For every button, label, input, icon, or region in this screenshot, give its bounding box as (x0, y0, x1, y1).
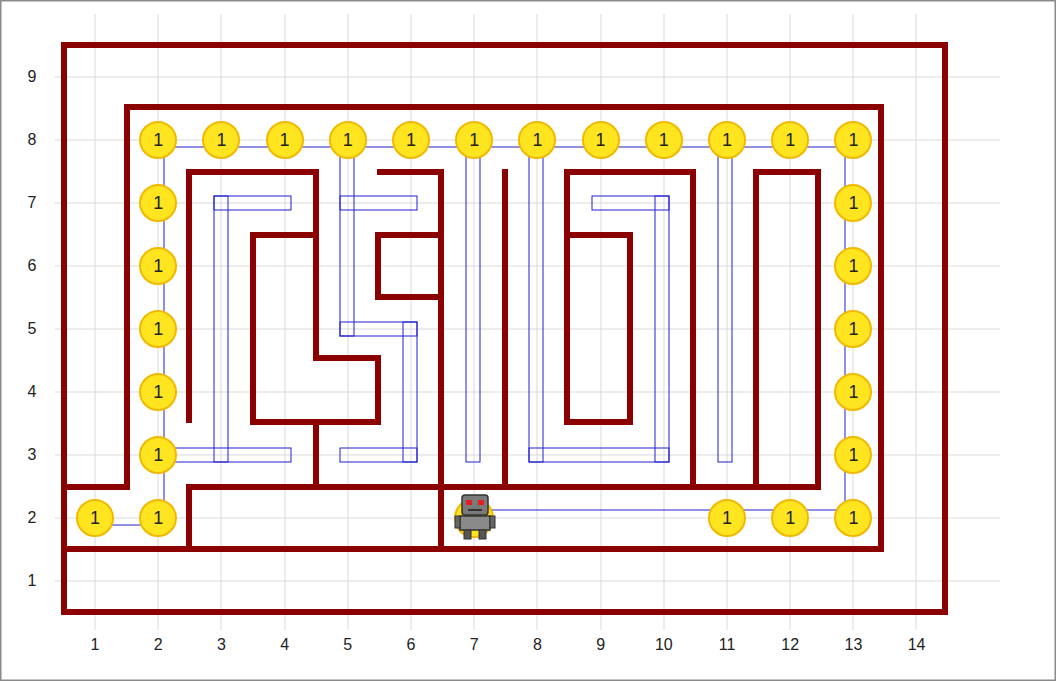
coin-value: 1 (659, 131, 669, 149)
coin-value: 1 (90, 509, 100, 527)
coin-token: 1 (76, 499, 114, 537)
coin-token: 1 (139, 499, 177, 537)
column-number: 9 (596, 636, 605, 654)
column-number: 5 (343, 636, 352, 654)
row-number: 6 (28, 257, 37, 275)
coin-token: 1 (139, 121, 177, 159)
coin-value: 1 (153, 257, 163, 275)
row-number: 1 (28, 572, 37, 590)
robot-figure (455, 495, 495, 539)
coin-value: 1 (343, 131, 353, 149)
row-number: 9 (28, 68, 37, 86)
coin-value: 1 (722, 131, 732, 149)
row-number: 2 (28, 509, 37, 527)
column-number: 7 (470, 636, 479, 654)
coin-token: 1 (392, 121, 430, 159)
coin-value: 1 (848, 320, 858, 338)
coin-token: 1 (139, 310, 177, 348)
coin-value: 1 (406, 131, 416, 149)
coin-token: 1 (329, 121, 367, 159)
coin-value: 1 (153, 383, 163, 401)
coin-value: 1 (216, 131, 226, 149)
column-number: 13 (844, 636, 862, 654)
coin-value: 1 (848, 131, 858, 149)
coin-token: 1 (708, 499, 746, 537)
coin-token: 1 (645, 121, 683, 159)
row-number: 7 (28, 194, 37, 212)
column-number: 6 (407, 636, 416, 654)
coin-value: 1 (532, 131, 542, 149)
coin-token: 1 (582, 121, 620, 159)
coin-token: 1 (139, 373, 177, 411)
coin-token: 1 (139, 184, 177, 222)
coin-value: 1 (153, 194, 163, 212)
coin-value: 1 (848, 257, 858, 275)
column-number: 2 (154, 636, 163, 654)
coin-token: 1 (834, 436, 872, 474)
row-number: 4 (28, 383, 37, 401)
coin-value: 1 (153, 320, 163, 338)
coin-token: 1 (455, 121, 493, 159)
coin-token: 1 (708, 121, 746, 159)
coin-token: 1 (202, 121, 240, 159)
row-number: 3 (28, 446, 37, 464)
coin-value: 1 (153, 509, 163, 527)
column-number: 4 (280, 636, 289, 654)
coin-token: 1 (139, 247, 177, 285)
coin-value: 1 (469, 131, 479, 149)
coin-token: 1 (139, 436, 177, 474)
coin-value: 1 (153, 446, 163, 464)
coin-token: 1 (834, 310, 872, 348)
coin-value: 1 (596, 131, 606, 149)
coin-value: 1 (722, 509, 732, 527)
coin-token: 1 (771, 121, 809, 159)
coin-token: 1 (834, 247, 872, 285)
column-number: 10 (655, 636, 673, 654)
column-number: 1 (91, 636, 100, 654)
coin-value: 1 (785, 509, 795, 527)
coin-value: 1 (785, 131, 795, 149)
coin-value: 1 (848, 509, 858, 527)
coin-token: 1 (771, 499, 809, 537)
coin-token: 1 (266, 121, 304, 159)
column-number: 12 (781, 636, 799, 654)
column-number: 8 (533, 636, 542, 654)
coin-token: 1 (834, 121, 872, 159)
row-number: 8 (28, 131, 37, 149)
coin-value: 1 (280, 131, 290, 149)
coin-token: 1 (834, 184, 872, 222)
column-number: 11 (719, 636, 736, 654)
coin-value: 1 (848, 383, 858, 401)
coin-token: 1 (518, 121, 556, 159)
coin-value: 1 (153, 131, 163, 149)
coin-token: 1 (834, 373, 872, 411)
column-number: 14 (908, 636, 926, 654)
coin-value: 1 (848, 446, 858, 464)
coin-token: 1 (834, 499, 872, 537)
row-number: 5 (28, 320, 37, 338)
column-number: 3 (217, 636, 226, 654)
coin-value: 1 (848, 194, 858, 212)
